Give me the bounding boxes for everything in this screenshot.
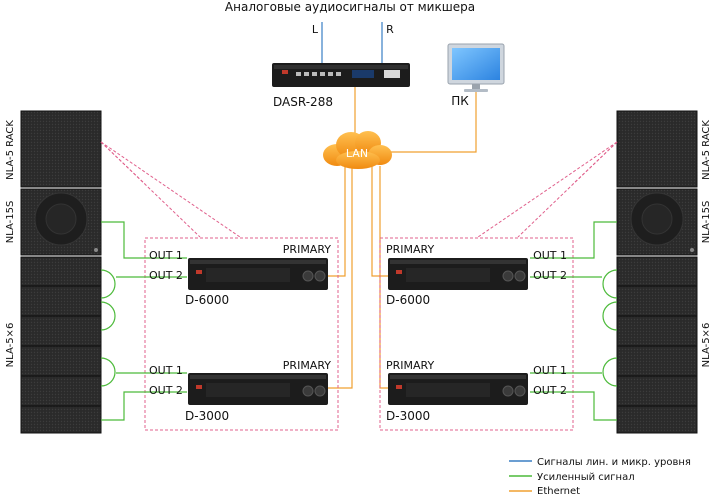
left-speaker-stack — [20, 110, 102, 434]
amplifier-d3000-right — [388, 373, 528, 405]
dasr-288-label: DASR-288 — [273, 95, 333, 109]
left-channel-label: L — [312, 23, 319, 36]
amp-tr-out1: OUT 1 — [533, 249, 567, 262]
lan-label: LAN — [346, 147, 368, 160]
amp-bl-model: D-3000 — [185, 409, 229, 423]
right-channel-label: R — [386, 23, 394, 36]
left-array-label: NLA-5×6 — [5, 323, 16, 368]
amplified-signal-lines — [100, 221, 618, 421]
amp-tl-out1: OUT 1 — [149, 249, 183, 262]
amplifier-d6000-left — [188, 258, 328, 290]
left-rack-label: NLA-5 RACK — [5, 120, 16, 180]
amp-bl-out2: OUT 2 — [149, 384, 183, 397]
amp-tr-primary: PRIMARY — [386, 243, 434, 256]
amp-bl-primary: PRIMARY — [283, 359, 331, 372]
amp-br-model: D-3000 — [386, 409, 430, 423]
amplifier-d3000-left — [188, 373, 328, 405]
amp-tl-primary: PRIMARY — [283, 243, 331, 256]
amp-tl-out2: OUT 2 — [149, 269, 183, 282]
dasr-288-processor — [272, 63, 410, 87]
legend-line-signal: Сигналы лин. и микр. уровня — [537, 457, 691, 468]
legend: Сигналы лин. и микр. уровня Усиленный си… — [509, 457, 691, 495]
amplifier-d6000-right — [388, 258, 528, 290]
amp-tl-model: D-6000 — [185, 293, 229, 307]
legend-amplified: Усиленный сигнал — [537, 472, 635, 483]
amp-br-out2: OUT 2 — [533, 384, 567, 397]
amp-tr-out2: OUT 2 — [533, 269, 567, 282]
amp-tr-model: D-6000 — [386, 293, 430, 307]
legend-ethernet: Ethernet — [537, 486, 580, 495]
amp-br-primary: PRIMARY — [386, 359, 434, 372]
right-rack-label: NLA-5 RACK — [701, 120, 712, 180]
lan-cloud-icon — [323, 131, 392, 169]
right-speaker-stack — [616, 110, 698, 434]
right-sub-label: NLA-15S — [701, 201, 712, 244]
amplifier-groups — [100, 141, 618, 431]
pc-label: ПК — [451, 94, 469, 108]
left-sub-label: NLA-15S — [5, 201, 16, 244]
amp-br-out1: OUT 1 — [533, 364, 567, 377]
amp-bl-out1: OUT 1 — [149, 364, 183, 377]
pc-monitor-icon — [447, 43, 505, 92]
right-array-label: NLA-5×6 — [701, 323, 712, 368]
mixer-signals-title: Аналоговые аудиосигналы от микшера — [225, 0, 475, 14]
